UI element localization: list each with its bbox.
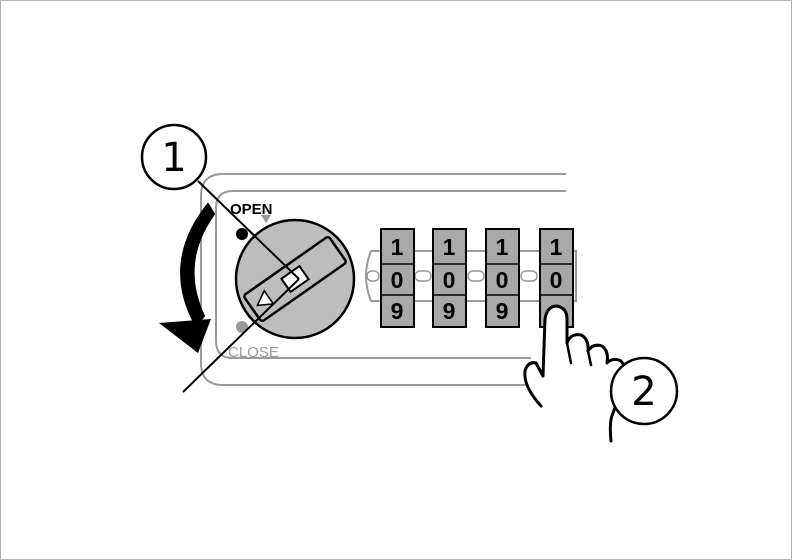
step-2-number: 2 <box>631 369 656 415</box>
wheel-4-digit-top: 1 <box>550 234 563 260</box>
wheel-3-digit-middle: 0 <box>496 267 509 293</box>
step-1-badge: 1 <box>140 123 208 191</box>
lock-panel <box>200 173 566 386</box>
wheel-axle <box>365 250 577 302</box>
callout-line-1-tail <box>182 278 300 393</box>
open-label: OPEN <box>230 201 273 218</box>
wheel-2-digit-middle: 0 <box>443 267 456 293</box>
wheel-2-digit-top: 1 <box>443 234 456 260</box>
wheel-1-digit-middle: 0 <box>391 267 404 293</box>
rotation-arrow-icon <box>159 203 215 353</box>
step-1-number: 1 <box>161 135 186 181</box>
wheel-1-digit-top: 1 <box>391 234 404 260</box>
wheel-3-digit-top: 1 <box>496 234 509 260</box>
rotary-dial[interactable] <box>234 218 356 340</box>
close-label: CLOSE <box>228 344 279 361</box>
step-2-badge: 2 <box>609 356 679 426</box>
pointing-hand-icon <box>523 304 627 443</box>
callout-line-1 <box>197 180 300 280</box>
close-indicator-dot <box>236 321 248 333</box>
wheel-1-digit-bottom: 9 <box>391 298 404 324</box>
combination-wheel-1[interactable]: 1 0 9 <box>380 228 415 328</box>
wheel-3-digit-bottom: 9 <box>496 298 509 324</box>
wheel-2-digit-bottom: 9 <box>443 298 456 324</box>
combination-wheel-2[interactable]: 1 0 9 <box>432 228 467 328</box>
combination-wheel-3[interactable]: 1 0 9 <box>485 228 520 328</box>
open-indicator-dot <box>236 228 248 240</box>
open-mark-icon <box>261 215 271 223</box>
wheel-4-digit-middle: 0 <box>550 267 563 293</box>
